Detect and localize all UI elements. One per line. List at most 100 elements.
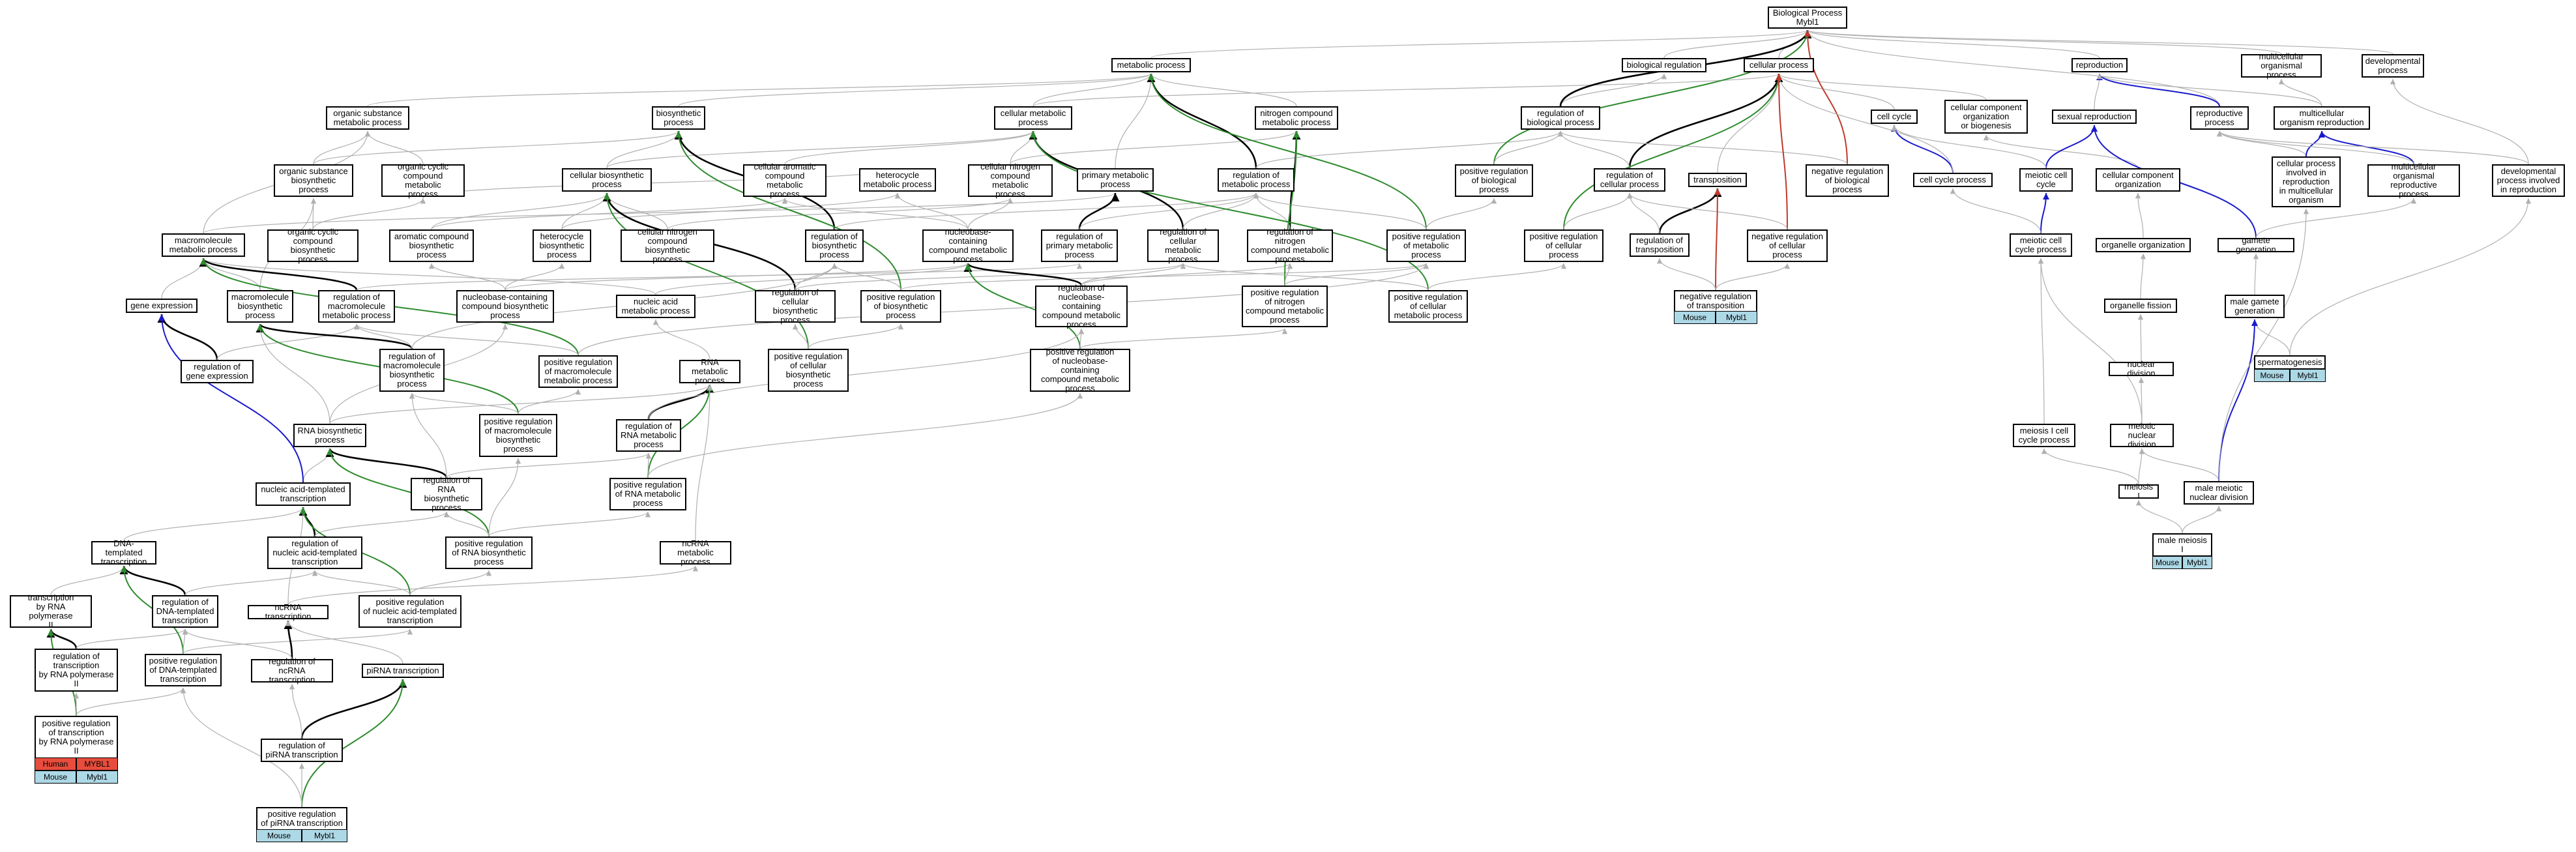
term-nucleic-acid-metabolic-process[interactable]: nucleic acid metabolic process (616, 295, 695, 318)
term-positive-regulation-of-macromolecule-biosynthetic-process[interactable]: positive regulation of macromolecule bio… (479, 414, 557, 457)
term-ncRNA-transcription[interactable]: ncRNA transcription (248, 603, 329, 621)
term-cellular-process[interactable]: cellular process (1744, 58, 1814, 72)
term-heterocycle-biosynthetic-process[interactable]: heterocycle biosynthetic process (533, 229, 591, 262)
term-positive-regulation-of-macromolecule-metabolic-process[interactable]: positive regulation of macromolecule met… (538, 355, 618, 388)
term-sexual-reproduction[interactable]: sexual reproduction (2052, 110, 2137, 124)
term-gene-expression[interactable]: gene expression (126, 299, 198, 313)
term-organic-cyclic-compound-biosynthetic-process[interactable]: organic cyclic compound biosynthetic pro… (267, 228, 359, 264)
term-biological-regulation[interactable]: biological regulation (1622, 58, 1706, 72)
term-transposition[interactable]: transposition (1688, 173, 1747, 187)
term-RNA-metabolic-process[interactable]: RNA metabolic process (679, 358, 740, 385)
term-regulation-of-gene-expression[interactable]: regulation of gene expression (181, 360, 254, 383)
term-positive-regulation-of-biological-process[interactable]: positive regulation of biological proces… (1455, 164, 1533, 197)
term-DNA-templated-transcription[interactable]: DNA-templated transcription (91, 539, 156, 566)
term-regulation-of-RNA-biosynthetic-process[interactable]: regulation of RNA biosynthetic process (411, 476, 482, 512)
term-macromolecule-biosynthetic-process[interactable]: macromolecule biosynthetic process (227, 290, 293, 323)
term-primary-metabolic-process[interactable]: primary metabolic process (1077, 168, 1154, 192)
term-meiotic-cell-cycle-process[interactable]: meiotic cell cycle process (2010, 233, 2072, 257)
term-multicellular-organismal-process[interactable]: multicellular organismal process (2241, 52, 2322, 80)
edge-meiosis_I-to-meiosis_I_cell_cycle_process (2041, 448, 2139, 485)
term-piRNA-transcription[interactable]: piRNA transcription (362, 664, 444, 678)
term-positive-regulation-of-cellular-process[interactable]: positive regulation of cellular process (1524, 229, 1603, 262)
term-regulation-of-transcription-by-RNA-polymerase-II[interactable]: regulation of transcription by RNA polym… (35, 649, 118, 692)
term-meiosis-I[interactable]: meiosis I (2118, 482, 2159, 501)
term-developmental-process[interactable]: developmental process (2362, 54, 2424, 78)
term-regulation-of-DNA-templated-transcription[interactable]: regulation of DNA-templated transcriptio… (152, 595, 218, 628)
term-positive-regulation-of-metabolic-process[interactable]: positive regulation of metabolic process (1386, 229, 1466, 262)
term-cellular-biosynthetic-process[interactable]: cellular biosynthetic process (562, 168, 652, 192)
term-macromolecule-metabolic-process[interactable]: macromolecule metabolic process (162, 233, 245, 257)
term-regulation-of-cellular-biosynthetic-process[interactable]: regulation of cellular biosynthetic proc… (755, 288, 836, 325)
term-cellular-aromatic-compound-metabolic-process[interactable]: cellular aromatic compound metabolic pro… (743, 162, 827, 199)
term-cellular-nitrogen-compound-biosynthetic-process[interactable]: cellular nitrogen compound biosynthetic … (621, 228, 714, 264)
term-cellular-component-organization[interactable]: cellular component organization (2096, 168, 2180, 192)
term-male-meiosis-I[interactable]: male meiosis I (2152, 533, 2212, 557)
term-positive-regulation-of-RNA-biosynthetic-process[interactable]: positive regulation of RNA biosynthetic … (445, 536, 533, 569)
term-reproductive-process[interactable]: reproductive process (2190, 106, 2249, 130)
term-positive-regulation-of-DNA-templated-transcription[interactable]: positive regulation of DNA-templated tra… (145, 654, 222, 686)
term-regulation-of-cellular-process[interactable]: regulation of cellular process (1594, 168, 1665, 192)
term-positive-regulation-of-nucleic-acid-templated-transcription[interactable]: positive regulation of nucleic acid-temp… (359, 595, 461, 628)
term-nucleic-acid-templated-transcription[interactable]: nucleic acid-templated transcription (256, 482, 351, 506)
term-nucleobase-containing-compound-biosynthetic-process[interactable]: nucleobase-containing compound biosynthe… (456, 290, 554, 323)
term-cellular-process-involved-in-reproduction[interactable]: cellular process involved in reproductio… (2272, 156, 2341, 207)
term-positive-regulation-of-cellular-metabolic-process[interactable]: positive regulation of cellular metaboli… (1388, 290, 1468, 323)
term-regulation-of-biological-process[interactable]: regulation of biological process (1521, 106, 1600, 130)
term-organic-cyclic-compound-metabolic-process[interactable]: organic cyclic compound metabolic proces… (381, 162, 465, 199)
term-meiotic-nuclear-division[interactable]: meiotic nuclear division (2110, 422, 2174, 449)
term-cellular-component-organization-or-biogenesis[interactable]: cellular component organization or bioge… (1944, 100, 2028, 134)
term-organelle-fission[interactable]: organelle fission (2104, 299, 2177, 313)
term-regulation-of-macromolecule-metabolic-process[interactable]: regulation of macromolecule metabolic pr… (318, 290, 395, 323)
term-positive-regulation-of-nucleobase-containing-compound-metabolic-process[interactable]: positive regulation of nucleobase-contai… (1030, 347, 1130, 393)
term-multicellular-organism-reproduction[interactable]: multicellular organism reproduction (2274, 106, 2370, 130)
term-negative-regulation-of-transposition[interactable]: negative regulation of transposition (1674, 290, 1757, 312)
term-gamete-generation[interactable]: gamete generation (2217, 236, 2294, 254)
term-positive-regulation-of-RNA-metabolic-process[interactable]: positive regulation of RNA metabolic pro… (609, 478, 686, 510)
term-nitrogen-compound-metabolic-process[interactable]: nitrogen compound metabolic process (1255, 106, 1338, 130)
term-cellular-metabolic-process[interactable]: cellular metabolic process (994, 106, 1072, 130)
term-regulation-of-biosynthetic-process[interactable]: regulation of biosynthetic process (805, 229, 864, 262)
term-spermatogenesis[interactable]: spermatogenesis (2254, 355, 2326, 370)
term-transcription-by-RNA-polymerase-II[interactable]: transcription by RNA polymerase II (10, 593, 92, 630)
term-multicellular-organismal-reproductive-process[interactable]: multicellular organismal reproductive pr… (2367, 162, 2460, 199)
term-cell-cycle[interactable]: cell cycle (1871, 110, 1918, 124)
term-positive-regulation-of-transcription-by-RNA-polymerase-II[interactable]: positive regulation of transcription by … (35, 716, 118, 759)
term-male-gamete-generation[interactable]: male gamete generation (2225, 295, 2285, 318)
term-positive-regulation-of-biosynthetic-process[interactable]: positive regulation of biosynthetic proc… (860, 290, 941, 323)
term-negative-regulation-of-cellular-process[interactable]: negative regulation of cellular process (1747, 229, 1828, 262)
term-male-meiotic-nuclear-division[interactable]: male meiotic nuclear division (2184, 481, 2254, 505)
term-meiotic-cell-cycle[interactable]: meiotic cell cycle (2019, 168, 2073, 192)
term-regulation-of-macromolecule-biosynthetic-process[interactable]: regulation of macromolecule biosynthetic… (379, 349, 445, 392)
term-meiosis-I-cell-cycle-process[interactable]: meiosis I cell cycle process (2013, 424, 2075, 447)
term-regulation-of-piRNA-transcription[interactable]: regulation of piRNA transcription (261, 739, 343, 762)
term-cell-cycle-process[interactable]: cell cycle process (1913, 173, 1993, 187)
term-cellular-nitrogen-compound-metabolic-process[interactable]: cellular nitrogen compound metabolic pro… (968, 162, 1053, 199)
term-regulation-of-nitrogen-compound-metabolic-process[interactable]: regulation of nitrogen compound metaboli… (1247, 228, 1333, 264)
term-organic-substance-biosynthetic-process[interactable]: organic substance biosynthetic process (274, 164, 353, 197)
term-RNA-biosynthetic-process[interactable]: RNA biosynthetic process (293, 424, 366, 447)
term-regulation-of-ncRNA-transcription[interactable]: regulation of ncRNA transcription (251, 657, 333, 684)
term-regulation-of-cellular-metabolic-process[interactable]: regulation of cellular metabolic process (1147, 228, 1219, 264)
term-biosynthetic-process[interactable]: biosynthetic process (652, 106, 705, 130)
term-regulation-of-RNA-metabolic-process[interactable]: regulation of RNA metabolic process (616, 419, 681, 452)
term-positive-regulation-of-nitrogen-compound-metabolic-process[interactable]: positive regulation of nitrogen compound… (1242, 286, 1328, 327)
term-regulation-of-nucleobase-containing-compound-metabolic-process[interactable]: regulation of nucleobase-containing comp… (1035, 284, 1128, 329)
term-regulation-of-transposition[interactable]: regulation of transposition (1630, 233, 1690, 257)
term-heterocycle-metabolic-process[interactable]: heterocycle metabolic process (859, 168, 936, 192)
term-aromatic-compound-biosynthetic-process[interactable]: aromatic compound biosynthetic process (389, 229, 474, 262)
term-positive-regulation-of-piRNA-transcription[interactable]: positive regulation of piRNA transcripti… (256, 807, 347, 830)
term-regulation-of-nucleic-acid-templated-transcription[interactable]: regulation of nucleic acid-templated tra… (267, 536, 362, 569)
term-reproduction[interactable]: reproduction (2071, 58, 2128, 72)
term-organic-substance-metabolic-process[interactable]: organic substance metabolic process (326, 106, 409, 130)
term-organelle-organization[interactable]: organelle organization (2096, 238, 2191, 252)
term-regulation-of-metabolic-process[interactable]: regulation of metabolic process (1218, 168, 1295, 192)
term-positive-regulation-of-cellular-biosynthetic-process[interactable]: positive regulation of cellular biosynth… (768, 349, 849, 392)
term-developmental-process-involved-in-reproduction[interactable]: developmental process involved in reprod… (2492, 164, 2565, 197)
term-metabolic-process[interactable]: metabolic process (1111, 58, 1191, 72)
term-ncRNA-metabolic-process[interactable]: ncRNA metabolic process (660, 539, 731, 566)
term-negative-regulation-of-biological-process[interactable]: negative regulation of biological proces… (1806, 164, 1889, 197)
term-nucleobase-containing-compound-metabolic-process[interactable]: nucleobase-containing compound metabolic… (922, 228, 1014, 264)
term-regulation-of-primary-metabolic-process[interactable]: regulation of primary metabolic process (1041, 229, 1118, 262)
term-nuclear-division[interactable]: nuclear division (2109, 360, 2174, 378)
